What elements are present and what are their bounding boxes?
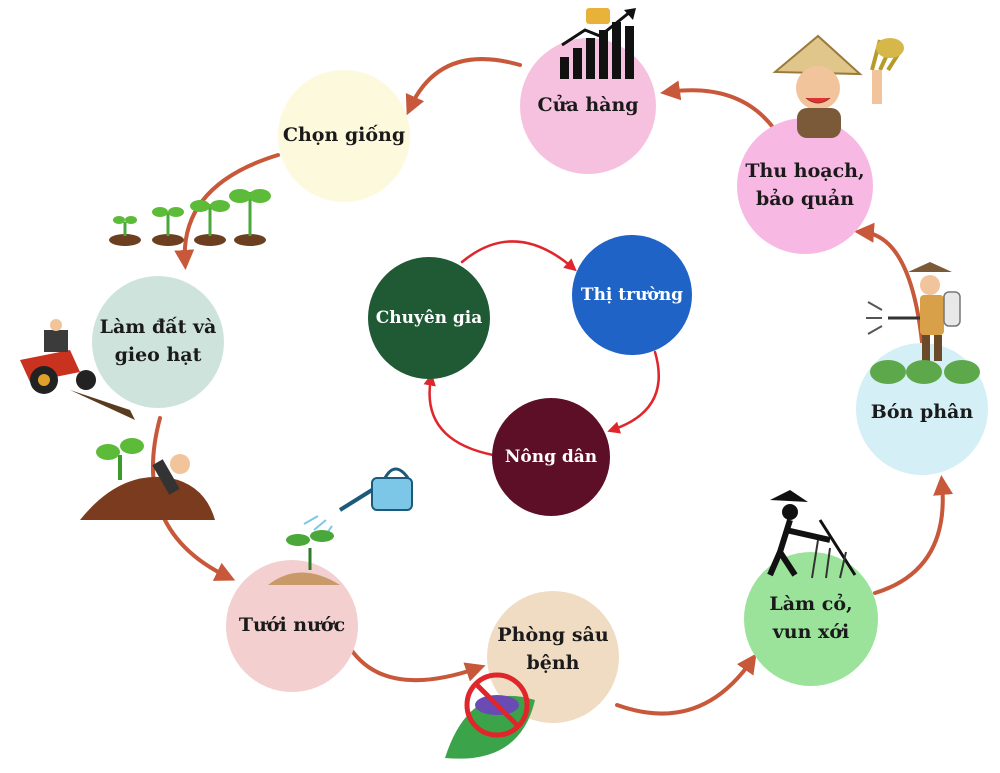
node-chuyen-gia: Chuyên gia (368, 257, 490, 379)
arrow-chongiong-to-lamdat (174, 153, 280, 270)
arrow-lamco-to-bonphan (873, 475, 954, 595)
watering-can-icon (303, 467, 413, 541)
sprouts-icon (109, 189, 271, 246)
weeding-farmer-icon (767, 490, 857, 579)
node-thi-truong: Thị trường (572, 235, 692, 355)
arrow-nongdan-to-chuyengia (423, 373, 495, 457)
planting-icon (80, 438, 215, 520)
node-thu-hoach: Thu hoạch, bảo quản (737, 118, 873, 254)
node-chon-giong: Chọn giống (278, 70, 410, 202)
arrow-chuyengia-to-thitruong (460, 240, 577, 272)
arrow-cuahang-to-chongiong (405, 57, 522, 116)
node-nong-dan: Nông dân (492, 398, 610, 516)
bar-chart-icon (560, 8, 636, 79)
arrow-phongsau-to-lamco (615, 653, 757, 716)
plant-mound-icon (268, 530, 340, 585)
farmer-icon (772, 34, 904, 138)
arrow-thitruong-to-nongdan (607, 350, 660, 434)
node-lam-dat: Làm đất và gieo hạt (92, 276, 224, 408)
tractor-icon (20, 319, 135, 420)
no-pest-icon (445, 672, 535, 759)
arrow-thuhoach-to-cuahang (660, 80, 777, 132)
arrow-tuoinuoc-to-phongsau (348, 646, 486, 683)
node-phong-sau: Phòng sâu bệnh (487, 591, 619, 723)
spraying-farmer-icon (866, 262, 980, 384)
